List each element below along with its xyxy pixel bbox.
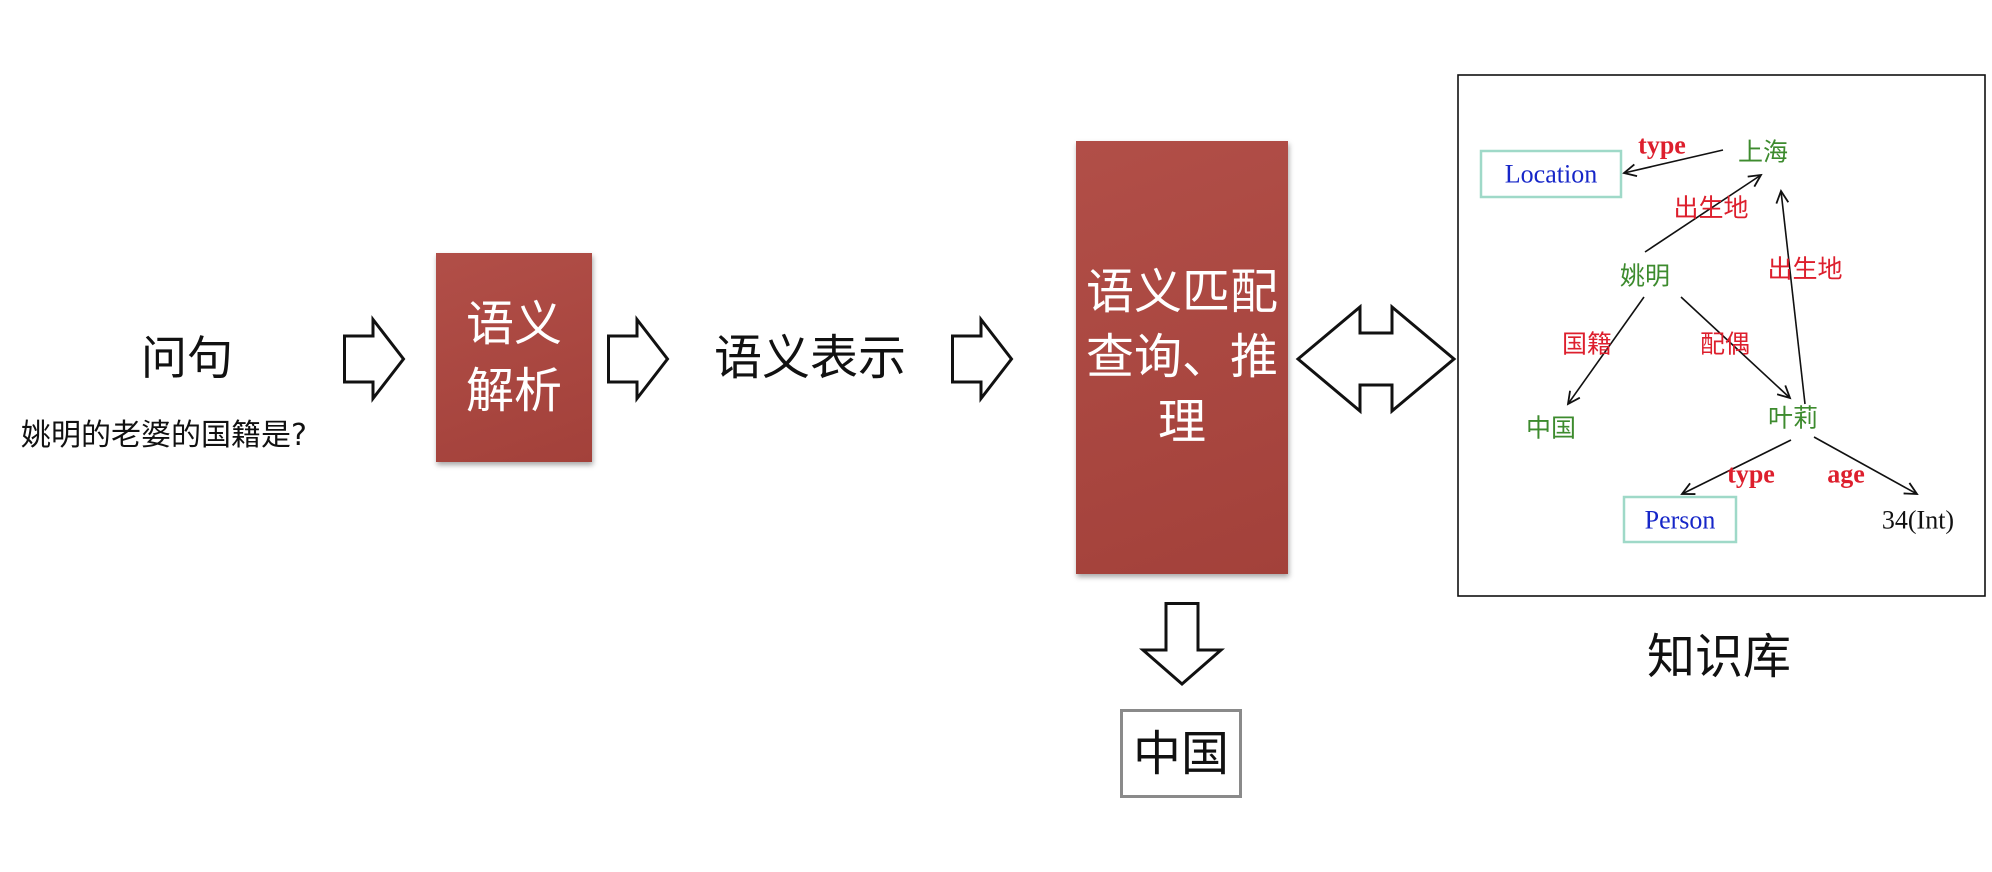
semantic-matching-line: 理: [1157, 394, 1206, 450]
relation-label-type: type: [1727, 460, 1775, 489]
edge-arrow-yeli-age: [1813, 436, 1917, 494]
semantic-matching-line: 查询、推: [1085, 329, 1278, 385]
edge-arrow-yaoming-birthplace: [1644, 175, 1761, 253]
hollow-down-arrow-icon: [1138, 602, 1226, 686]
relation-label-type: type: [1638, 131, 1686, 160]
semantic-representation-label: 语义表示: [713, 330, 907, 386]
edge-arrow-yeli-birthplace: [1781, 191, 1806, 405]
semantic-matching-line: 语义匹配: [1085, 264, 1278, 320]
hollow-right-arrow-icon: [951, 315, 1014, 403]
semantic-matching-box: 语义匹配 查询、推 理: [1076, 141, 1288, 574]
answer-box: 中国: [1120, 709, 1242, 798]
entity-shanghai: 上海: [1738, 138, 1788, 167]
hollow-double-arrow-icon: [1295, 303, 1457, 415]
edge-arrow-yaoming-nationality: [1568, 296, 1645, 404]
relation-label-spouse: 配偶: [1700, 330, 1750, 359]
entity-yeli: 叶莉: [1768, 404, 1818, 433]
relation-label-birthplace: 出生地: [1767, 255, 1842, 284]
answer-text: 中国: [1132, 725, 1229, 782]
relation-label-nationality: 国籍: [1562, 330, 1612, 359]
entity-china: 中国: [1526, 414, 1576, 443]
hollow-right-arrow-icon: [607, 315, 670, 403]
type-person-label: Person: [1645, 506, 1716, 535]
question-example: 姚明的老婆的国籍是?: [21, 418, 307, 453]
semantic-parsing-line: 语义: [465, 295, 562, 352]
hollow-right-arrow-icon: [343, 315, 406, 403]
relation-label-age: age: [1827, 460, 1865, 489]
knowledge-base-label: 知识库: [1646, 629, 1792, 685]
edge-arrow-shanghai-type: [1624, 149, 1724, 173]
edge-arrow-yaoming-spouse: [1680, 296, 1790, 398]
knowledge-base-graph: Location Person 上海 姚明 中国 叶莉 34(Int) type…: [1457, 74, 1986, 597]
entity-yaoming: 姚明: [1620, 262, 1670, 291]
semantic-parsing-box: 语义 解析: [436, 253, 592, 462]
type-box-person: [1622, 495, 1738, 544]
type-location-label: Location: [1505, 160, 1597, 189]
semantic-parsing-line: 解析: [465, 362, 562, 419]
question-title: 问句: [141, 331, 233, 385]
relation-label-birthplace: 出生地: [1673, 194, 1748, 223]
edge-arrow-yeli-type: [1682, 439, 1792, 494]
literal-age-value: 34(Int): [1882, 506, 1954, 535]
type-box-location: [1479, 149, 1623, 199]
